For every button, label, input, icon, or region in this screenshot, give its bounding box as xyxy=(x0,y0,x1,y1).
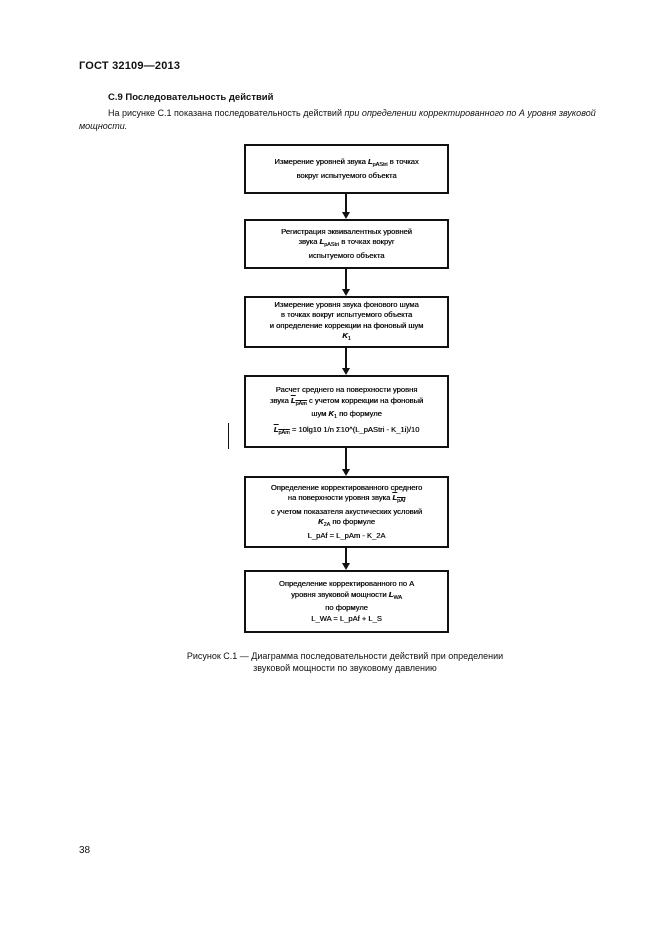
document-code: ГОСТ 32109—2013 xyxy=(79,60,181,72)
box2-symbol: L xyxy=(319,237,325,247)
arrow-4-5 xyxy=(345,448,347,471)
box5-formula: L_pAf = L_pAm - K_2A xyxy=(307,530,386,540)
intro-italic-text: при определении корректированного по А у… xyxy=(79,108,596,131)
box1-text-b: в точках xyxy=(387,157,419,166)
box4-line1: Расчет среднего на поверхности уровня xyxy=(275,385,418,394)
box2-line3: испытуемого объекта xyxy=(308,250,385,260)
box6-line1: Определение корректированного по А xyxy=(278,579,415,588)
box4-text-d: по формуле xyxy=(336,409,382,418)
box3-line2: в точках вокруг испытуемого объекта xyxy=(280,310,413,319)
box6-text-a: уровня звуковой мощности xyxy=(291,589,389,599)
box1-line2: вокруг испытуемого объекта xyxy=(296,170,397,180)
section-intro: На рисунке С.1 показана последовательнос… xyxy=(79,107,619,133)
box2-line1: Регистрация эквивалентных уровней xyxy=(281,226,412,236)
figure-caption: Рисунок С.1 — Диаграмма последовательнос… xyxy=(160,650,530,674)
box4-formula-symbol: L xyxy=(273,424,279,434)
box2-subscript: pAStri xyxy=(324,242,340,249)
box6-formula: L_WA = L_pAf + L_S xyxy=(311,613,382,623)
box2-text-a: звука xyxy=(298,237,320,247)
box6-symbol: L xyxy=(388,589,394,599)
box4-subscript: pAm xyxy=(295,400,307,407)
box4-text-a: звука xyxy=(269,395,291,405)
box4-symbol: L xyxy=(290,395,296,405)
box5-line4: K2A по формуле xyxy=(318,517,375,531)
box3-line1: Измерение уровня звука фонового шума xyxy=(274,299,419,309)
box4-line3: шум K1 по формуле xyxy=(311,409,382,423)
arrow-2-3 xyxy=(345,269,347,291)
box1-subscript: pAStri xyxy=(372,162,388,168)
box4-k-symbol: K xyxy=(328,409,334,418)
flow-box-register-levels: Регистрация эквивалентных уровней звука … xyxy=(244,219,449,269)
box5-k-subscript: 2A xyxy=(323,522,331,529)
arrow-head-5-6 xyxy=(342,563,350,570)
flow-box-measure-levels: Измерение уровней звука LpAStri в точках… xyxy=(244,144,449,194)
box3-subscript: 1 xyxy=(347,336,351,342)
box5-line2: на поверхности уровня звука LpAf xyxy=(288,493,406,507)
box5-k-symbol: K xyxy=(317,517,324,527)
box2-line2: звука LpAStri в точках вокруг xyxy=(298,237,394,251)
box4-formula-body: = 10lg10 1/n Σ10^(L_pAStri - K_1i)/10 xyxy=(291,424,420,434)
box4-formula: LpAm = 10lg10 1/n Σ10^(L_pAStri - K_1i)/… xyxy=(274,425,420,439)
box4-line2: звука LpAm с учетом коррекции на фоновый xyxy=(270,396,423,410)
box2-text-b: в точках вокруг xyxy=(339,237,395,247)
arrow-5-6 xyxy=(345,548,347,565)
box5-line1: Определение корректированного среднего xyxy=(270,482,423,492)
change-margin-bar xyxy=(228,423,229,449)
box4-text-c: шум xyxy=(311,409,329,418)
box1-symbol: L xyxy=(367,157,373,166)
arrow-head-2-3 xyxy=(342,289,350,296)
box5-symbol: L xyxy=(392,493,397,503)
box1-line1: Измерение уровней звука LpAStri в точках xyxy=(274,157,418,171)
flow-box-sound-power: Определение корректированного по А уровн… xyxy=(244,570,449,633)
box1-text-a: Измерение уровней звука xyxy=(274,157,368,166)
box6-line3: по формуле xyxy=(325,603,368,612)
flow-box-average-level: Расчет среднего на поверхности уровня зв… xyxy=(244,375,449,448)
page-number: 38 xyxy=(79,845,91,856)
box3-line3: и определение коррекции на фоновый шум xyxy=(269,320,424,330)
box5-text-a: на поверхности уровня звука xyxy=(287,493,393,503)
flow-box-corrected-average: Определение корректированного среднего н… xyxy=(244,476,449,548)
box5-text-c: по формуле xyxy=(330,517,376,527)
intro-plain-text: На рисунке С.1 показана последовательнос… xyxy=(108,108,345,118)
box3-line4: K1 xyxy=(342,331,351,345)
arrow-head-4-5 xyxy=(342,469,350,476)
arrow-3-4 xyxy=(345,348,347,370)
box4-k-subscript: 1 xyxy=(333,414,337,420)
box5-subscript: pAf xyxy=(396,498,406,505)
arrow-head-1-2 xyxy=(342,212,350,219)
flow-box-background-noise: Измерение уровня звука фонового шума в т… xyxy=(244,296,449,348)
caption-line1: Рисунок С.1 — Диаграмма последовательнос… xyxy=(186,651,504,661)
box4-text-b: с учетом коррекции на фоновый xyxy=(306,395,424,405)
box3-symbol: K xyxy=(342,331,348,340)
section-title: С.9 Последовательность действий xyxy=(108,92,274,103)
arrow-head-3-4 xyxy=(342,368,350,375)
box6-line2: уровня звуковой мощности LWA xyxy=(291,590,402,604)
arrow-1-2 xyxy=(345,194,347,214)
caption-line2: звуковой мощности по звуковому давлению xyxy=(253,663,437,673)
box5-line3: с учетом показателя акустических условий xyxy=(270,506,423,516)
box6-subscript: WA xyxy=(393,594,402,601)
box4-formula-subscript: pAm xyxy=(278,429,290,436)
